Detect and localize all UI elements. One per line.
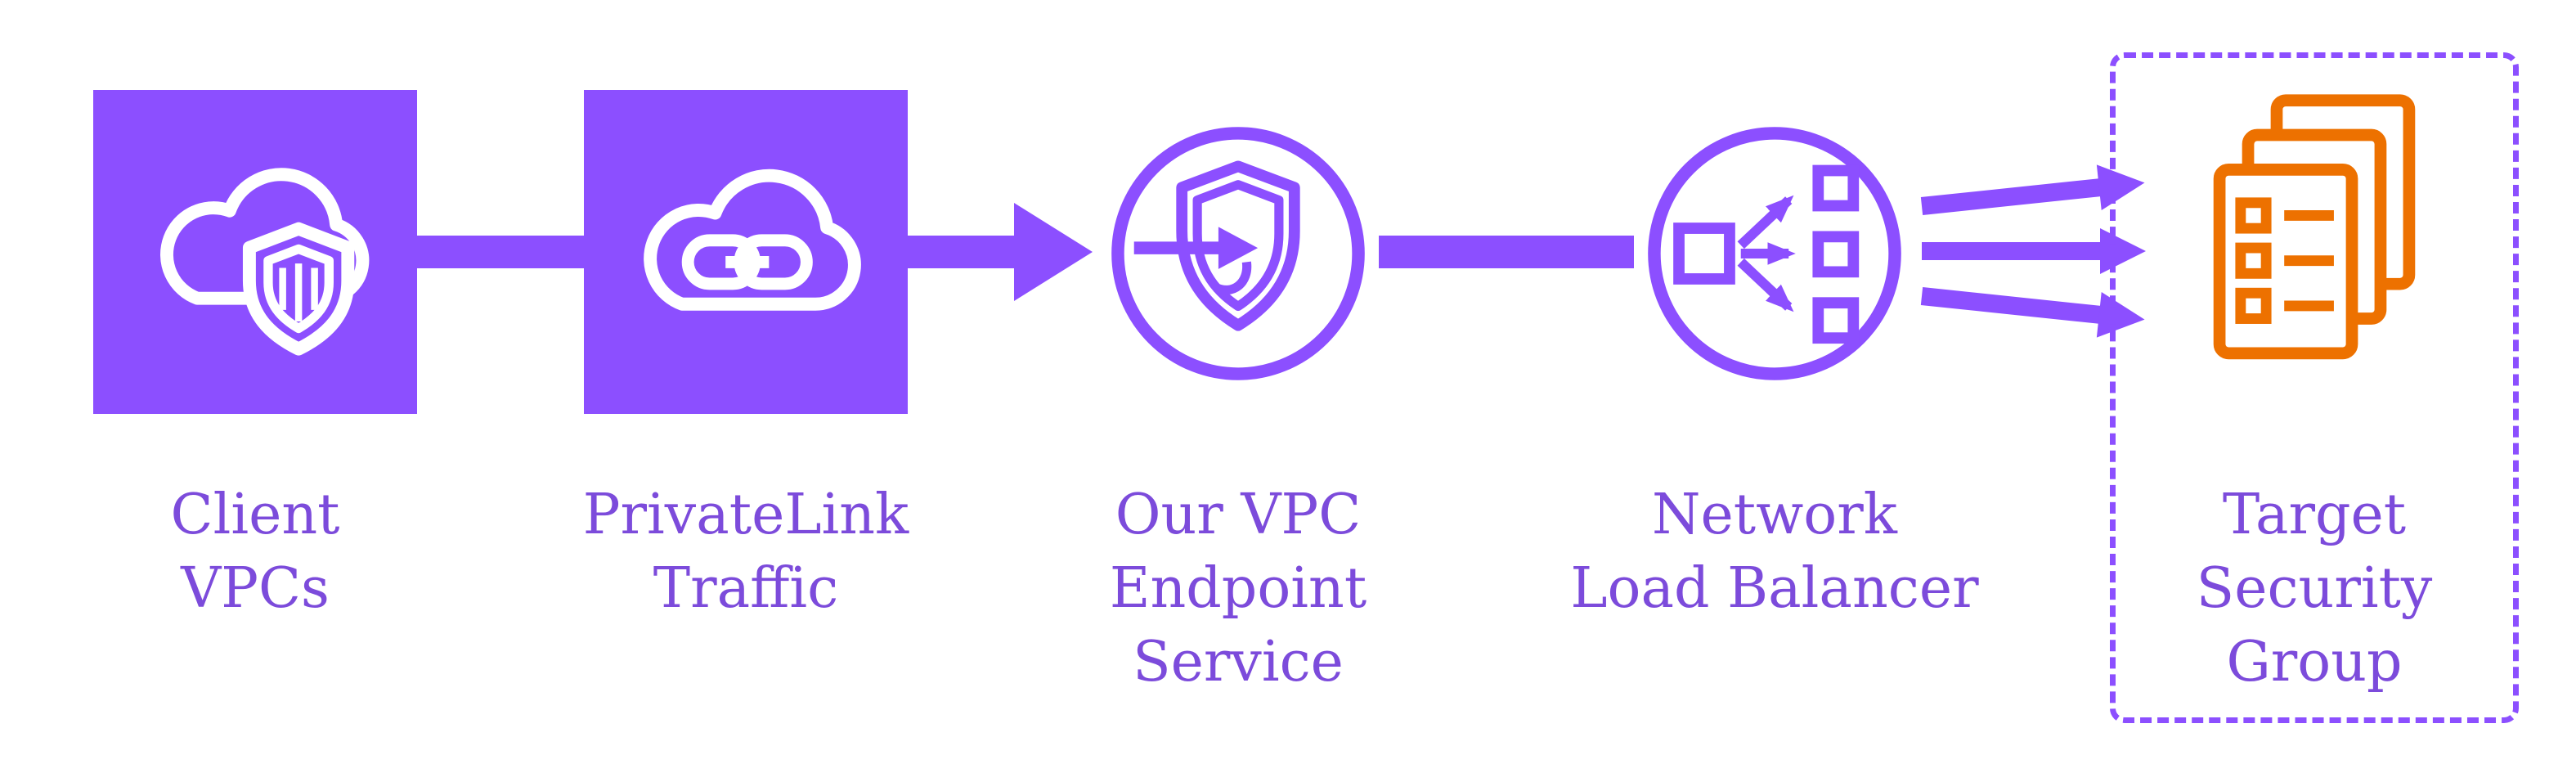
security-group-rule-documents-icon: [2213, 94, 2416, 360]
node-client-vpcs: [93, 90, 417, 414]
shield-inbound-arrow-icon: [1133, 160, 1300, 331]
label-network-load-balancer: Network Load Balancer: [1570, 483, 1979, 621]
edge-nlb-to-target-arrow-middle: [1922, 228, 2146, 274]
node-privatelink-traffic: [584, 90, 908, 414]
target-security-group-boundary: [2110, 52, 2519, 723]
edge-nlb-to-target-arrow-top: [1920, 178, 2102, 215]
edge-privatelink-to-endpoint-shaft: [908, 236, 1017, 268]
load-balancer-fanout-icon: [1673, 164, 1860, 344]
endpoint-circle-outline: [1111, 127, 1365, 380]
nlb-circle-outline: [1648, 127, 1901, 380]
edge-nlb-to-target-arrow-bottom: [1920, 287, 2102, 324]
cloud-link-icon: [644, 169, 861, 311]
node-vpc-endpoint-service: [1111, 127, 1365, 380]
edge-privatelink-to-endpoint-arrowhead: [1014, 203, 1093, 301]
label-privatelink-traffic: PrivateLink Traffic: [582, 483, 909, 621]
label-target-security-group: Target Security Group: [2196, 483, 2433, 694]
edge-endpoint-to-nlb: [1379, 236, 1634, 268]
node-network-load-balancer: [1648, 127, 1901, 380]
label-client-vpcs: Client VPCs: [170, 483, 340, 621]
cloud-shield-icon: [160, 168, 370, 356]
edge-client-vpcs-to-privatelink: [417, 236, 584, 268]
label-vpc-endpoint-service: Our VPC Endpoint Service: [1109, 483, 1367, 694]
